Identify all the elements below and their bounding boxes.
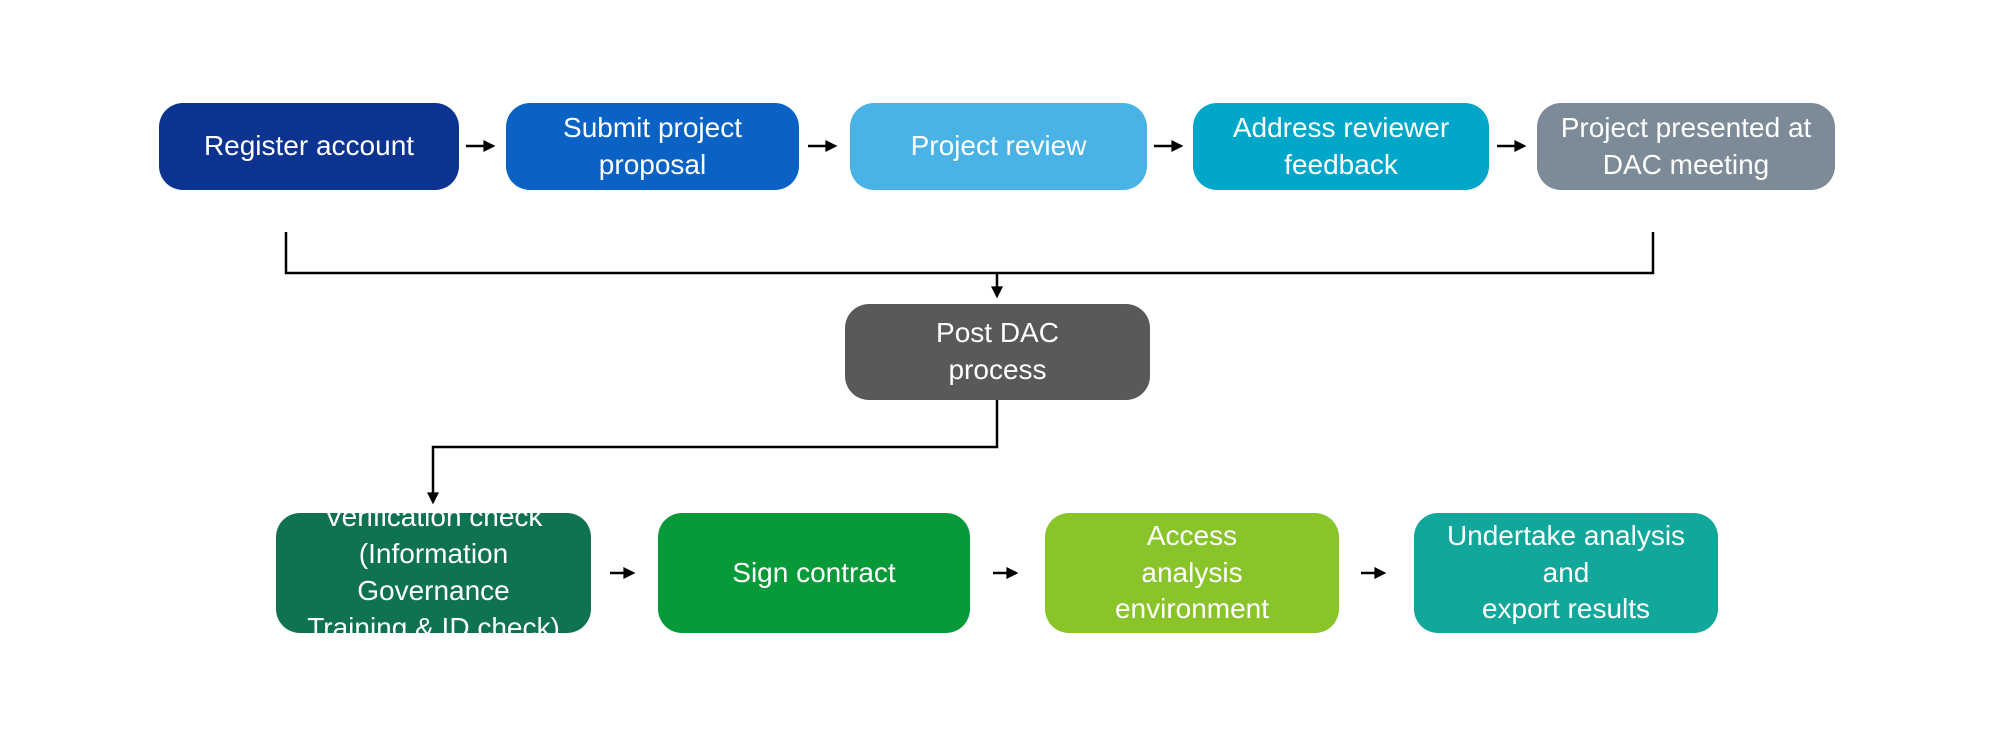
step-label: Address reviewer feedback (1232, 111, 1450, 180)
step-label: Undertake analysis and export results (1446, 519, 1686, 625)
step-label: Submit project proposal (563, 111, 742, 180)
step-register-account: Register account (159, 103, 459, 190)
step-label: Project review (910, 130, 1087, 162)
step-label: Verification check (Information Governan… (307, 501, 560, 643)
step-label: Sign contract (732, 556, 896, 588)
step-verification-check: Verification check (Information Governan… (276, 501, 591, 643)
step-label: Access analysis environment (1114, 519, 1270, 625)
step-submit-project-proposal: Submit project proposal (506, 103, 799, 190)
step-sign-contract: Sign contract (658, 513, 970, 633)
step-post-dac-process: Post DAC process (845, 304, 1150, 400)
connector-top-bracket (284, 232, 1655, 275)
step-address-reviewer-feedback: Address reviewer feedback (1193, 103, 1489, 190)
step-label: Post DAC process (936, 317, 1059, 385)
step-label: Register account (203, 130, 415, 162)
step-undertake-analysis-export-results: Undertake analysis and export results (1414, 513, 1718, 633)
connector-postdac-to-verification (427, 400, 999, 505)
step-access-analysis-environment: Access analysis environment (1045, 513, 1339, 633)
step-label: Project presented at DAC meeting (1560, 111, 1812, 180)
step-project-review: Project review (850, 103, 1147, 190)
step-project-presented-at-dac-meeting: Project presented at DAC meeting (1537, 103, 1835, 190)
